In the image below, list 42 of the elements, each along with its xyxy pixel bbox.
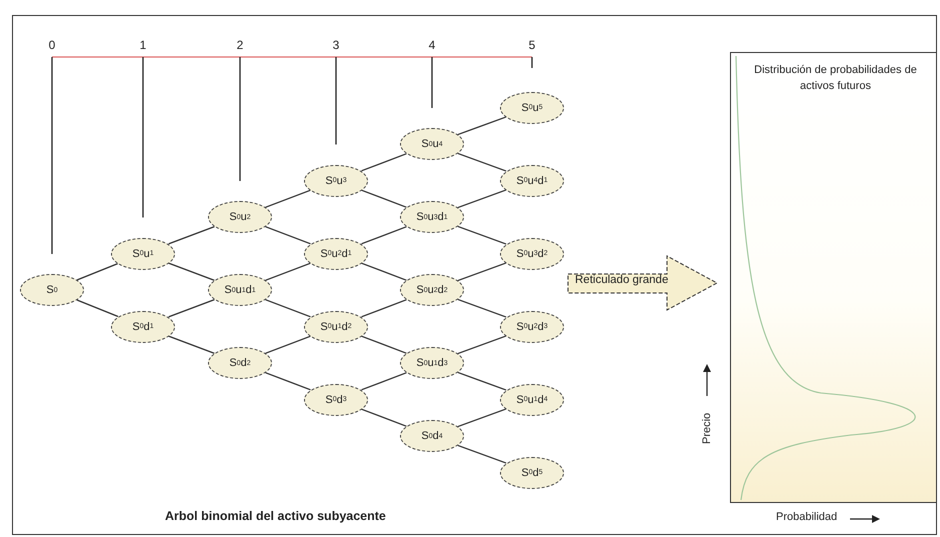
lattice-branch [458, 298, 506, 318]
lattice-branch [361, 336, 407, 354]
time-step-label: 5 [528, 38, 536, 52]
lattice-branch [168, 262, 215, 281]
lattice-branch [458, 335, 506, 354]
lattice-branch [76, 299, 118, 318]
lattice-branch [168, 299, 215, 318]
lattice-branch [265, 190, 311, 208]
axis-label: Probabilidad [776, 511, 838, 523]
lattice-branch [361, 153, 407, 172]
lattice-branch [458, 152, 506, 172]
lattice-branch [458, 226, 506, 245]
time-step-label: 1 [140, 38, 146, 52]
axis-label: Precio [701, 412, 713, 444]
lattice-branch [361, 299, 407, 318]
lattice-branch [361, 408, 407, 427]
lattice-branch [458, 189, 506, 208]
lattice-branch [265, 372, 311, 390]
time-step-label: 4 [428, 38, 436, 52]
lattice-branch [458, 116, 506, 136]
panel-title: Distribución de probabilidades de activos futuros [753, 63, 918, 94]
lattice-branch [168, 336, 215, 354]
lattice-branch [76, 262, 118, 281]
lattice-branch [361, 190, 407, 208]
time-step-label: 0 [48, 38, 56, 52]
lattice-branch [265, 336, 311, 354]
lattice-branch [265, 299, 311, 318]
lattice-branch [361, 226, 407, 244]
time-step-label: 3 [332, 38, 340, 52]
arrow-label: Reticulado grande [575, 274, 668, 286]
lattice-branch [458, 262, 506, 282]
lattice-branch [265, 262, 311, 281]
lattice-branch [361, 372, 407, 390]
lattice-branch [458, 372, 506, 391]
lattice-branch [361, 262, 407, 281]
lattice-branch [265, 226, 311, 244]
lattice-branch [458, 444, 506, 464]
lattice-branch [168, 226, 215, 244]
caption: Arbol binomial del activo subyacente [165, 509, 386, 523]
lattice-branch [458, 408, 506, 428]
time-step-label: 2 [236, 38, 244, 52]
block-arrow [567, 255, 719, 311]
